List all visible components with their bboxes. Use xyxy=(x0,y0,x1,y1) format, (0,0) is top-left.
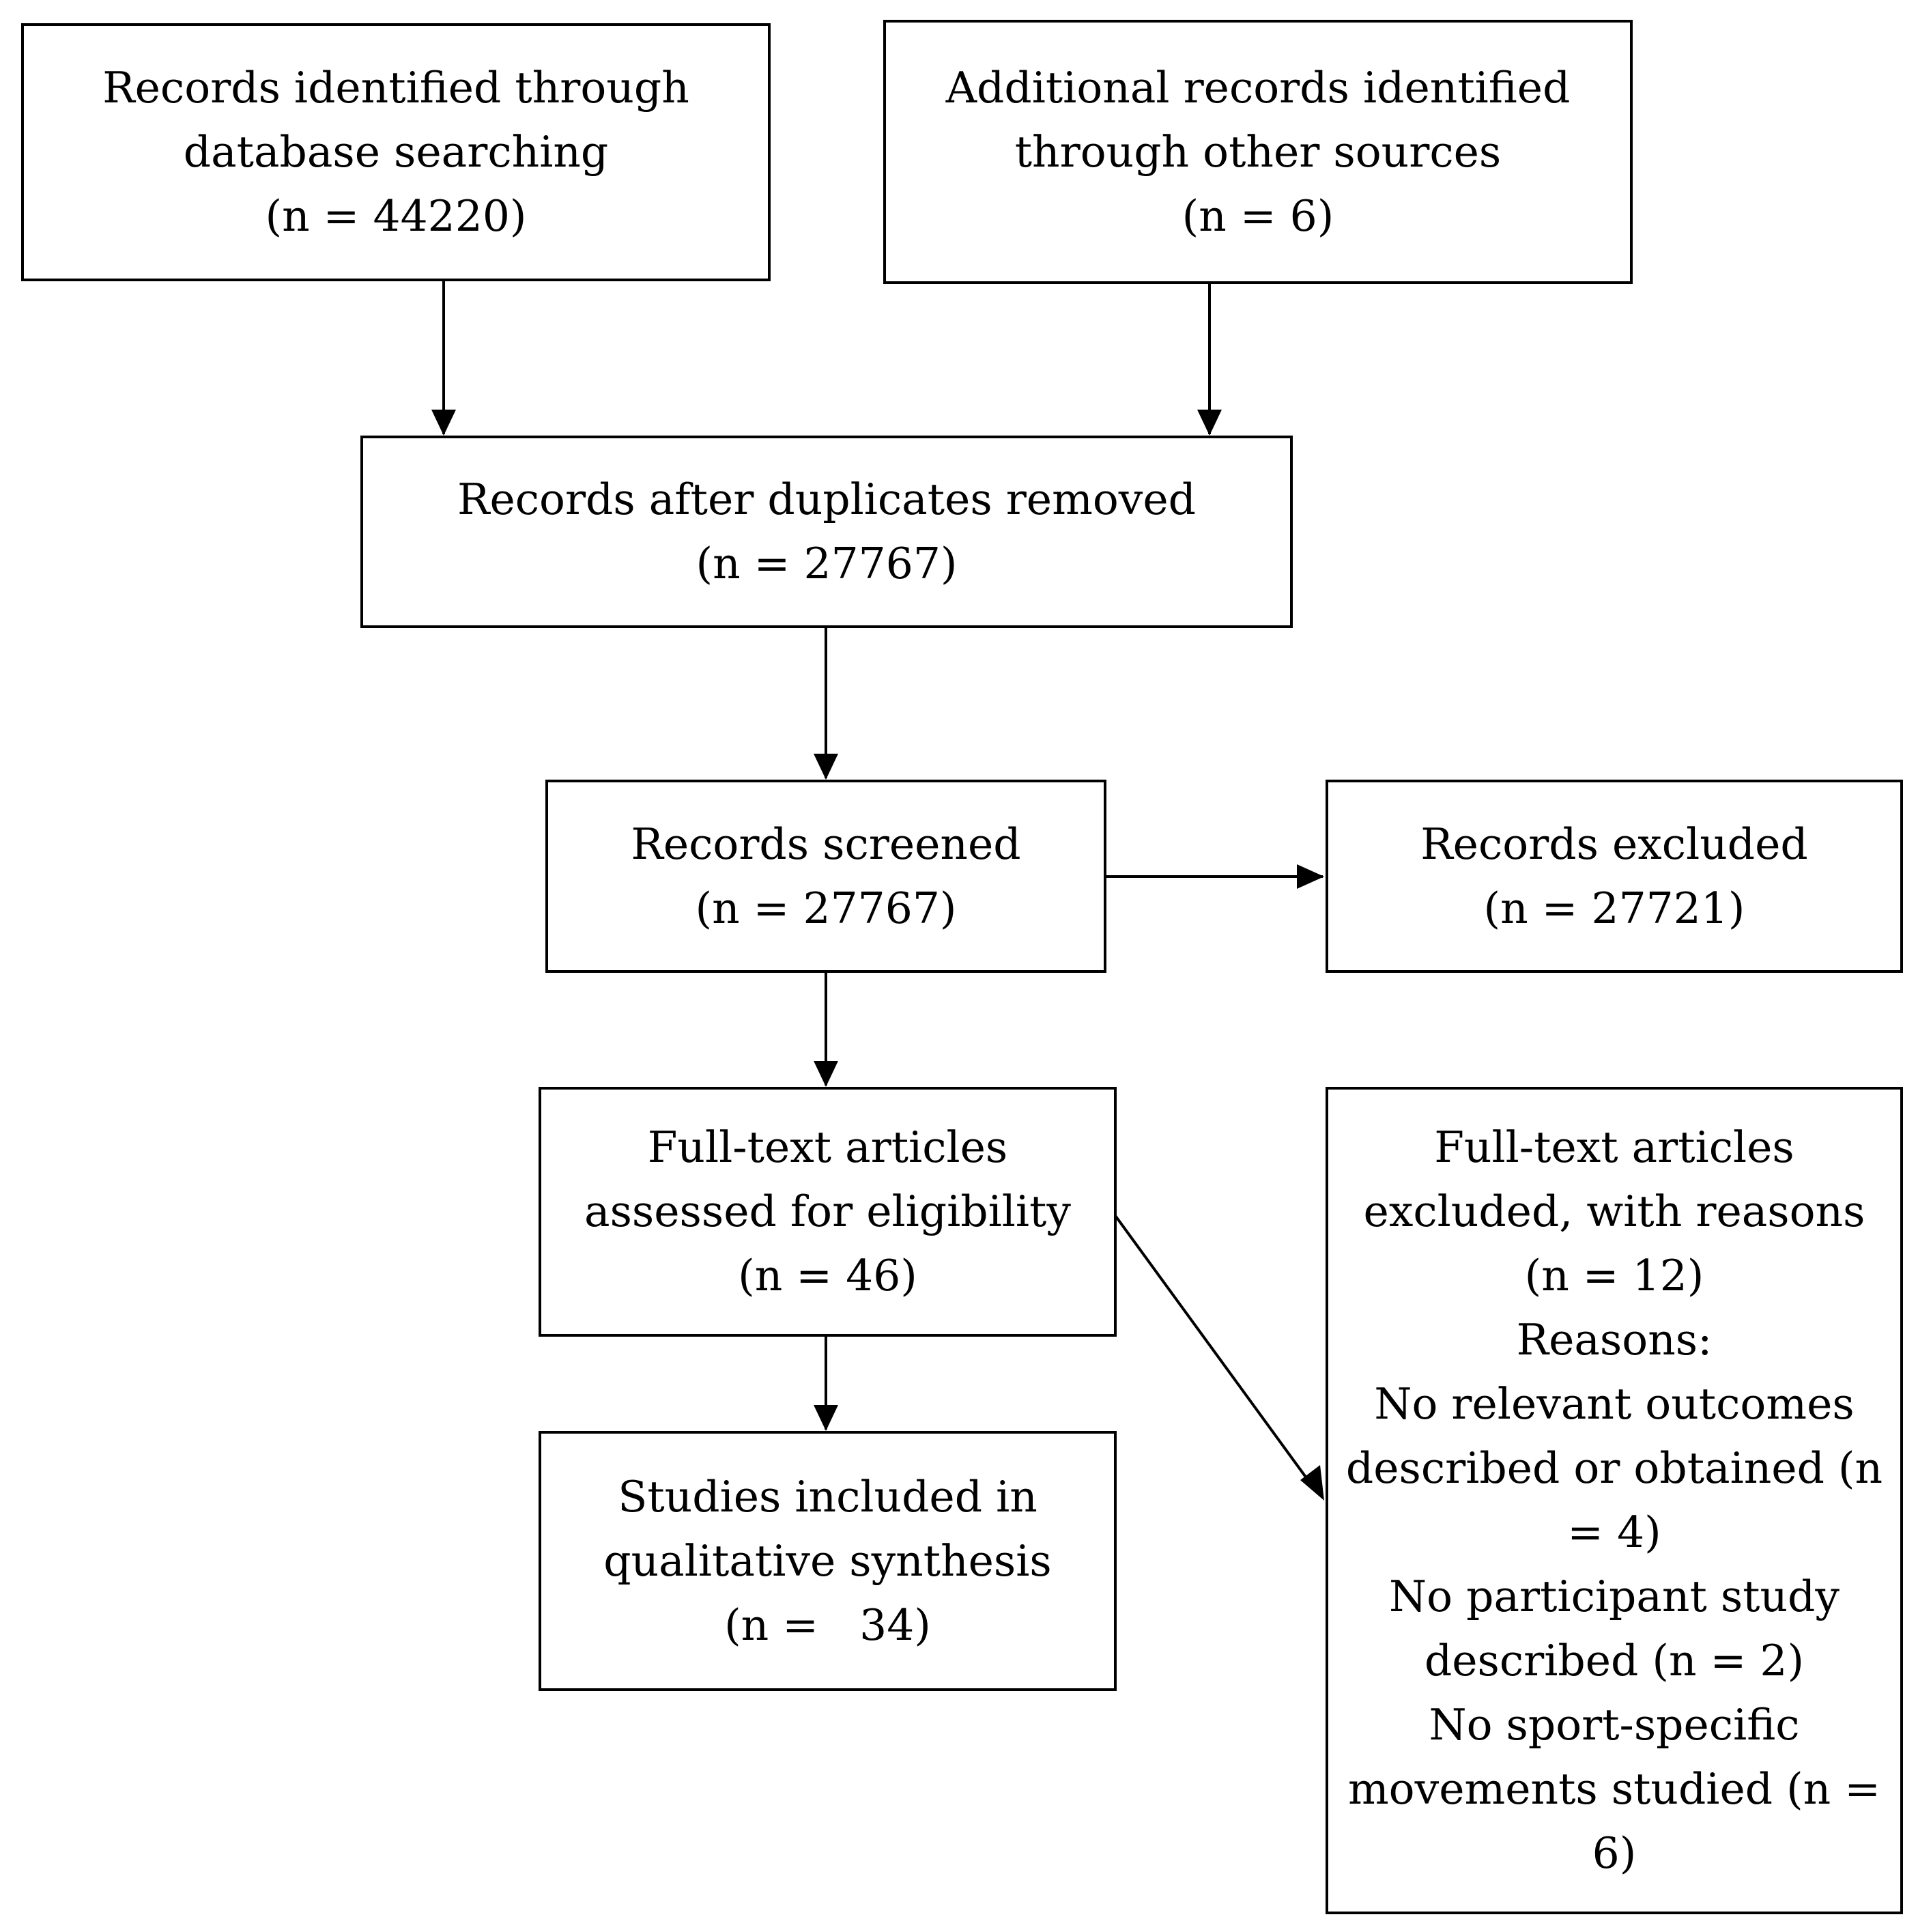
arrowhead-fulltext-to-excluded xyxy=(1300,1465,1324,1501)
reason-3-line-1: No sport-specific xyxy=(1429,1700,1800,1750)
full-text-excluded-line-1: Full-text articles xyxy=(1434,1122,1794,1172)
other-sources-count: (n = 6) xyxy=(1182,190,1334,241)
full-text-excluded-line-2: excluded, with reasons xyxy=(1363,1187,1865,1236)
database-search-count: (n = 44220) xyxy=(265,191,527,241)
database-search-box: Records identified through database sear… xyxy=(21,23,771,281)
duplicates-removed-box: Records after duplicates removed (n = 27… xyxy=(360,436,1293,628)
duplicates-removed-line-1: Records after duplicates removed xyxy=(457,474,1196,524)
records-screened-box: Records screened (n = 27767) xyxy=(545,780,1106,973)
studies-included-line-1: Studies included in xyxy=(618,1471,1037,1522)
arrowhead-other-to-duplicates xyxy=(1197,410,1222,436)
arrow-fulltext-to-excluded xyxy=(1113,1212,1315,1490)
reason-3-line-3: 6) xyxy=(1592,1828,1637,1878)
arrowhead-database-to-duplicates xyxy=(431,410,456,436)
records-screened-line-1: Records screened xyxy=(631,819,1021,869)
other-sources-line-2: through other sources xyxy=(1014,126,1502,177)
records-excluded-line-1: Records excluded xyxy=(1420,819,1808,869)
other-sources-box: Additional records identified through ot… xyxy=(883,20,1633,284)
full-text-excluded-count: (n = 12) xyxy=(1524,1251,1704,1301)
reason-1-line-3: = 4) xyxy=(1567,1507,1661,1557)
reason-1-line-2: described or obtained (n xyxy=(1345,1443,1883,1493)
records-screened-count: (n = 27767) xyxy=(695,883,957,933)
full-text-assessed-line-2: assessed for eligibility xyxy=(584,1187,1071,1236)
records-excluded-count: (n = 27721) xyxy=(1483,883,1745,933)
reason-2-line-1: No participant study xyxy=(1389,1572,1840,1621)
reason-3-line-2: movements studied (n = xyxy=(1347,1764,1881,1814)
other-sources-line-1: Additional records identified xyxy=(945,62,1571,113)
studies-included-line-2: qualitative synthesis xyxy=(603,1535,1052,1586)
full-text-assessed-count: (n = 46) xyxy=(738,1251,917,1301)
arrowhead-duplicates-to-screened xyxy=(814,754,838,780)
reasons-heading: Reasons: xyxy=(1516,1315,1713,1365)
full-text-assessed-box: Full-text articles assessed for eligibil… xyxy=(539,1087,1117,1337)
arrowhead-screened-to-fulltext xyxy=(814,1061,838,1087)
arrowhead-fulltext-to-included xyxy=(814,1405,838,1431)
database-search-line-1: Records identified through xyxy=(102,63,689,113)
reason-1-line-1: No relevant outcomes xyxy=(1374,1379,1855,1429)
full-text-excluded-box: Full-text articles excluded, with reason… xyxy=(1326,1087,1903,1914)
records-excluded-box: Records excluded (n = 27721) xyxy=(1326,780,1903,973)
arrowhead-screened-to-excluded xyxy=(1297,864,1324,889)
studies-included-box: Studies included in qualitative synthesi… xyxy=(539,1431,1117,1691)
reason-2-line-2: described (n = 2) xyxy=(1424,1636,1805,1686)
duplicates-removed-count: (n = 27767) xyxy=(696,539,958,588)
studies-included-count: (n = 34) xyxy=(724,1600,931,1650)
database-search-line-2: database searching xyxy=(183,127,609,177)
full-text-assessed-line-1: Full-text articles xyxy=(647,1122,1008,1172)
